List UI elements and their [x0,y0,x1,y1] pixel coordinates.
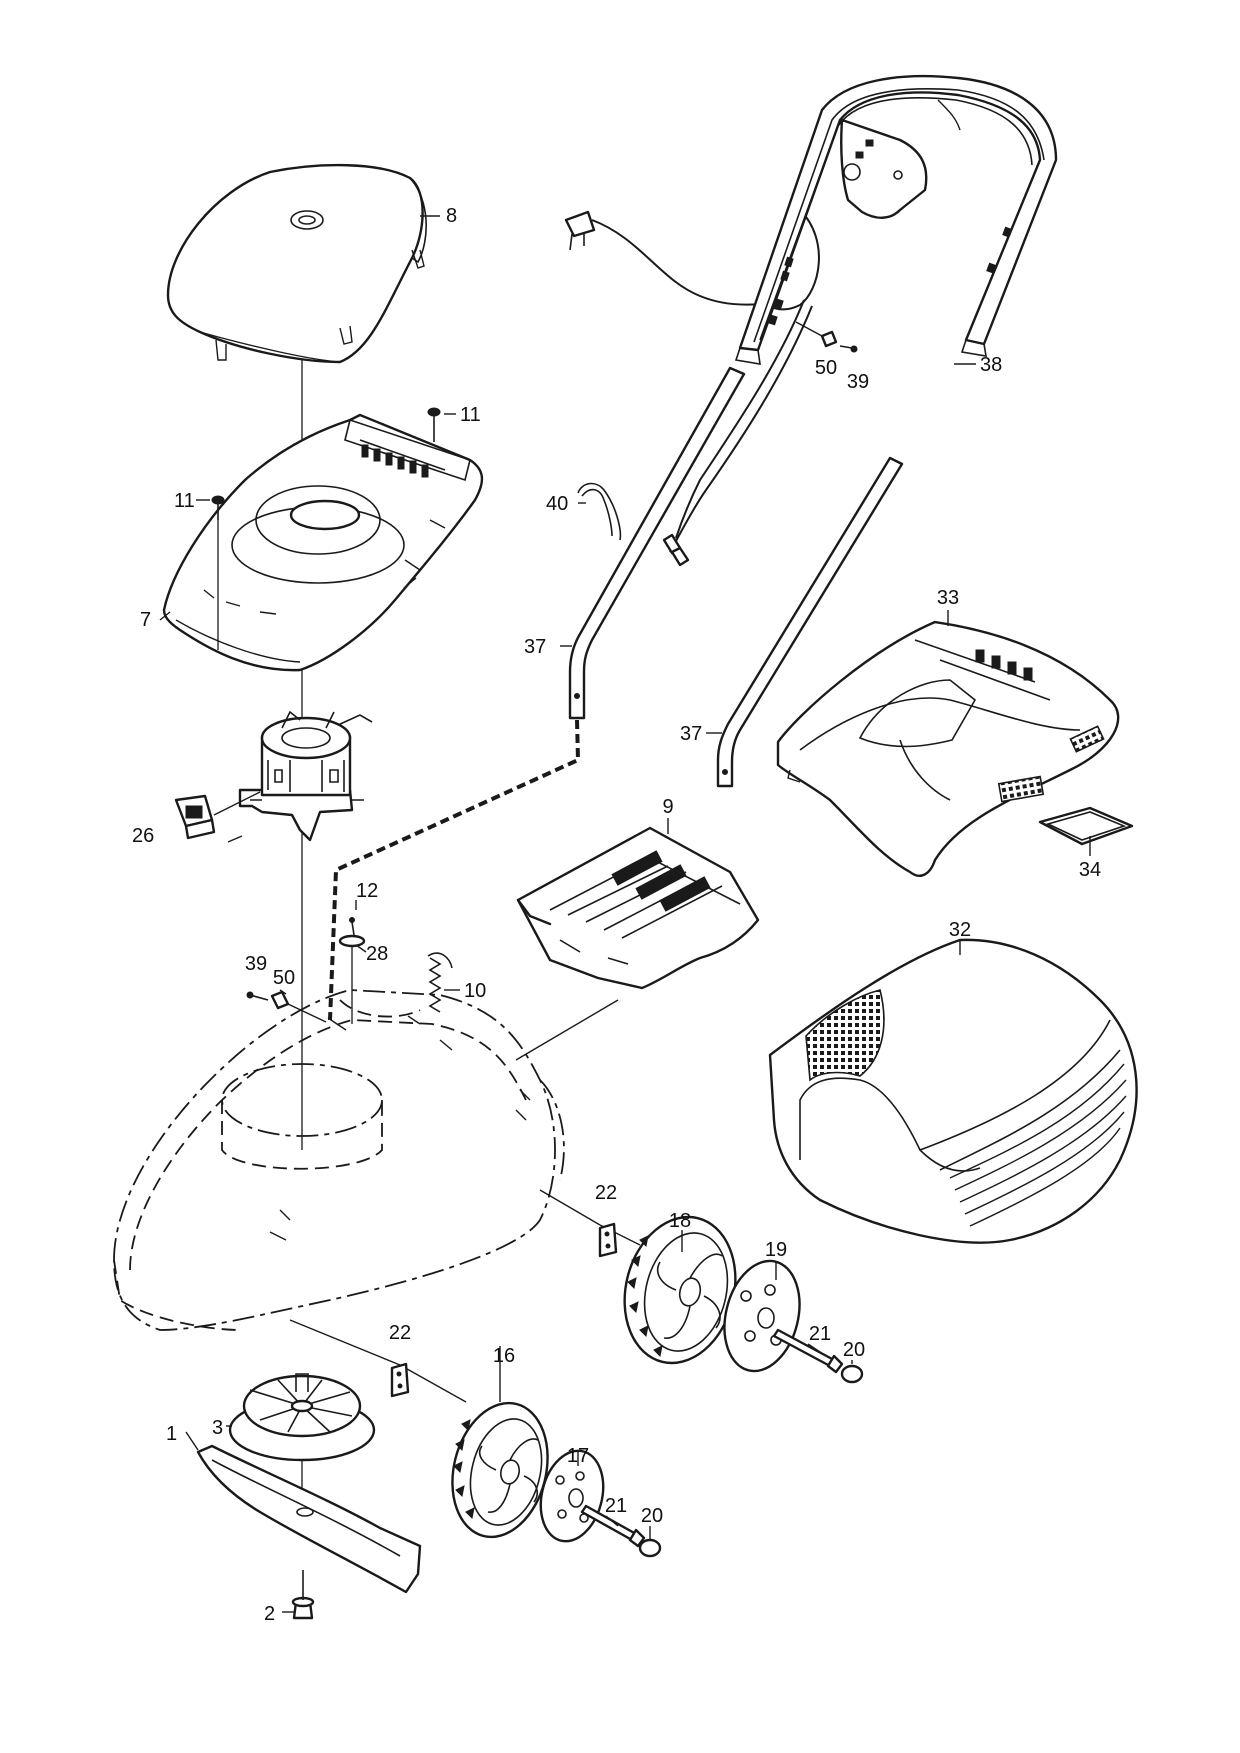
callout-21b: 21 [605,1495,627,1517]
callout-20b: 20 [641,1505,663,1527]
part-37-tube-left [568,366,746,720]
mower-deck [113,989,565,1331]
callout-11b: 11 [174,490,195,512]
part-11-screw-b [196,495,225,650]
leader-16 [399,1364,467,1403]
part-33-grassbox-lid [776,620,1120,877]
callout-50a: 50 [815,357,837,379]
part-28-washer [338,934,366,1024]
callout-40: 40 [546,493,568,515]
part-21-bolt-b [580,1504,646,1548]
part-19-hubcap [723,1259,801,1373]
callout-19: 19 [765,1239,787,1261]
callout-16: 16 [493,1345,515,1367]
callout-26: 26 [132,825,154,847]
part-38-handle [734,74,1058,365]
power-cable [564,209,820,567]
part-40-cable-tie [577,482,622,541]
part-22-bracket-a [598,1222,618,1258]
callout-11a: 11 [460,404,481,426]
part-39-screw-b [246,991,269,1001]
part-32-grassbox [768,938,1138,1244]
callout-39a: 39 [847,371,869,393]
callout-37a: 37 [524,636,546,658]
part-10-spring [427,952,453,1013]
callout-50b: 50 [273,967,295,989]
part-1-blade [196,1444,422,1594]
part-9-deflector [516,826,760,990]
callout-34: 34 [1079,859,1101,881]
callout-17: 17 [567,1445,589,1467]
part-3-fan [228,1373,376,1462]
callout-3: 3 [212,1417,223,1439]
part-37-tube-right [716,456,904,788]
part-50-washer-a [795,321,838,348]
cable-route [328,719,581,1021]
part-50-washer-b [270,990,327,1023]
callout-32: 32 [949,919,971,941]
part-22-bracket-b [390,1362,410,1398]
callout-1: 1 [166,1423,177,1445]
part-16-wheel [451,1401,549,1539]
callout-22a: 22 [595,1182,617,1204]
part-8-cover [166,163,427,364]
part-34-filter [1038,806,1134,846]
callout-33: 33 [937,587,959,609]
callout-21a: 21 [809,1323,831,1345]
callout-39b: 39 [245,953,267,975]
part-26-switch [174,791,261,840]
callout-10: 10 [464,980,486,1002]
callout-28: 28 [366,943,388,965]
part-17-hubcap [539,1449,605,1543]
part-12-screw [349,917,355,936]
callout-labels: 1 2 3 7 8 9 10 11 11 12 16 17 18 19 20 2… [132,205,1101,1625]
callout-38: 38 [980,354,1002,376]
leader-22b [289,1319,401,1366]
part-2-bolt [291,1570,315,1620]
part-39-screw-a [839,345,858,353]
callout-leaders [159,215,1091,1613]
motor [238,710,373,842]
callout-20a: 20 [843,1339,865,1361]
part-20-cap-b [638,1538,662,1558]
callout-2: 2 [264,1603,275,1625]
part-7-housing [162,413,484,672]
callout-7: 7 [140,609,151,631]
leader-22a [539,1189,601,1226]
part-21-bolt-a [772,1328,844,1374]
part-18-wheel [623,1215,737,1365]
part-11-screw-a [427,407,456,442]
callout-8: 8 [446,205,457,227]
part-20-cap-a [840,1364,864,1384]
callout-18: 18 [669,1210,691,1232]
leader-9 [515,999,619,1061]
callout-22b: 22 [389,1322,411,1344]
callout-37b: 37 [680,723,702,745]
callout-12: 12 [356,880,378,902]
callout-9: 9 [662,796,673,818]
